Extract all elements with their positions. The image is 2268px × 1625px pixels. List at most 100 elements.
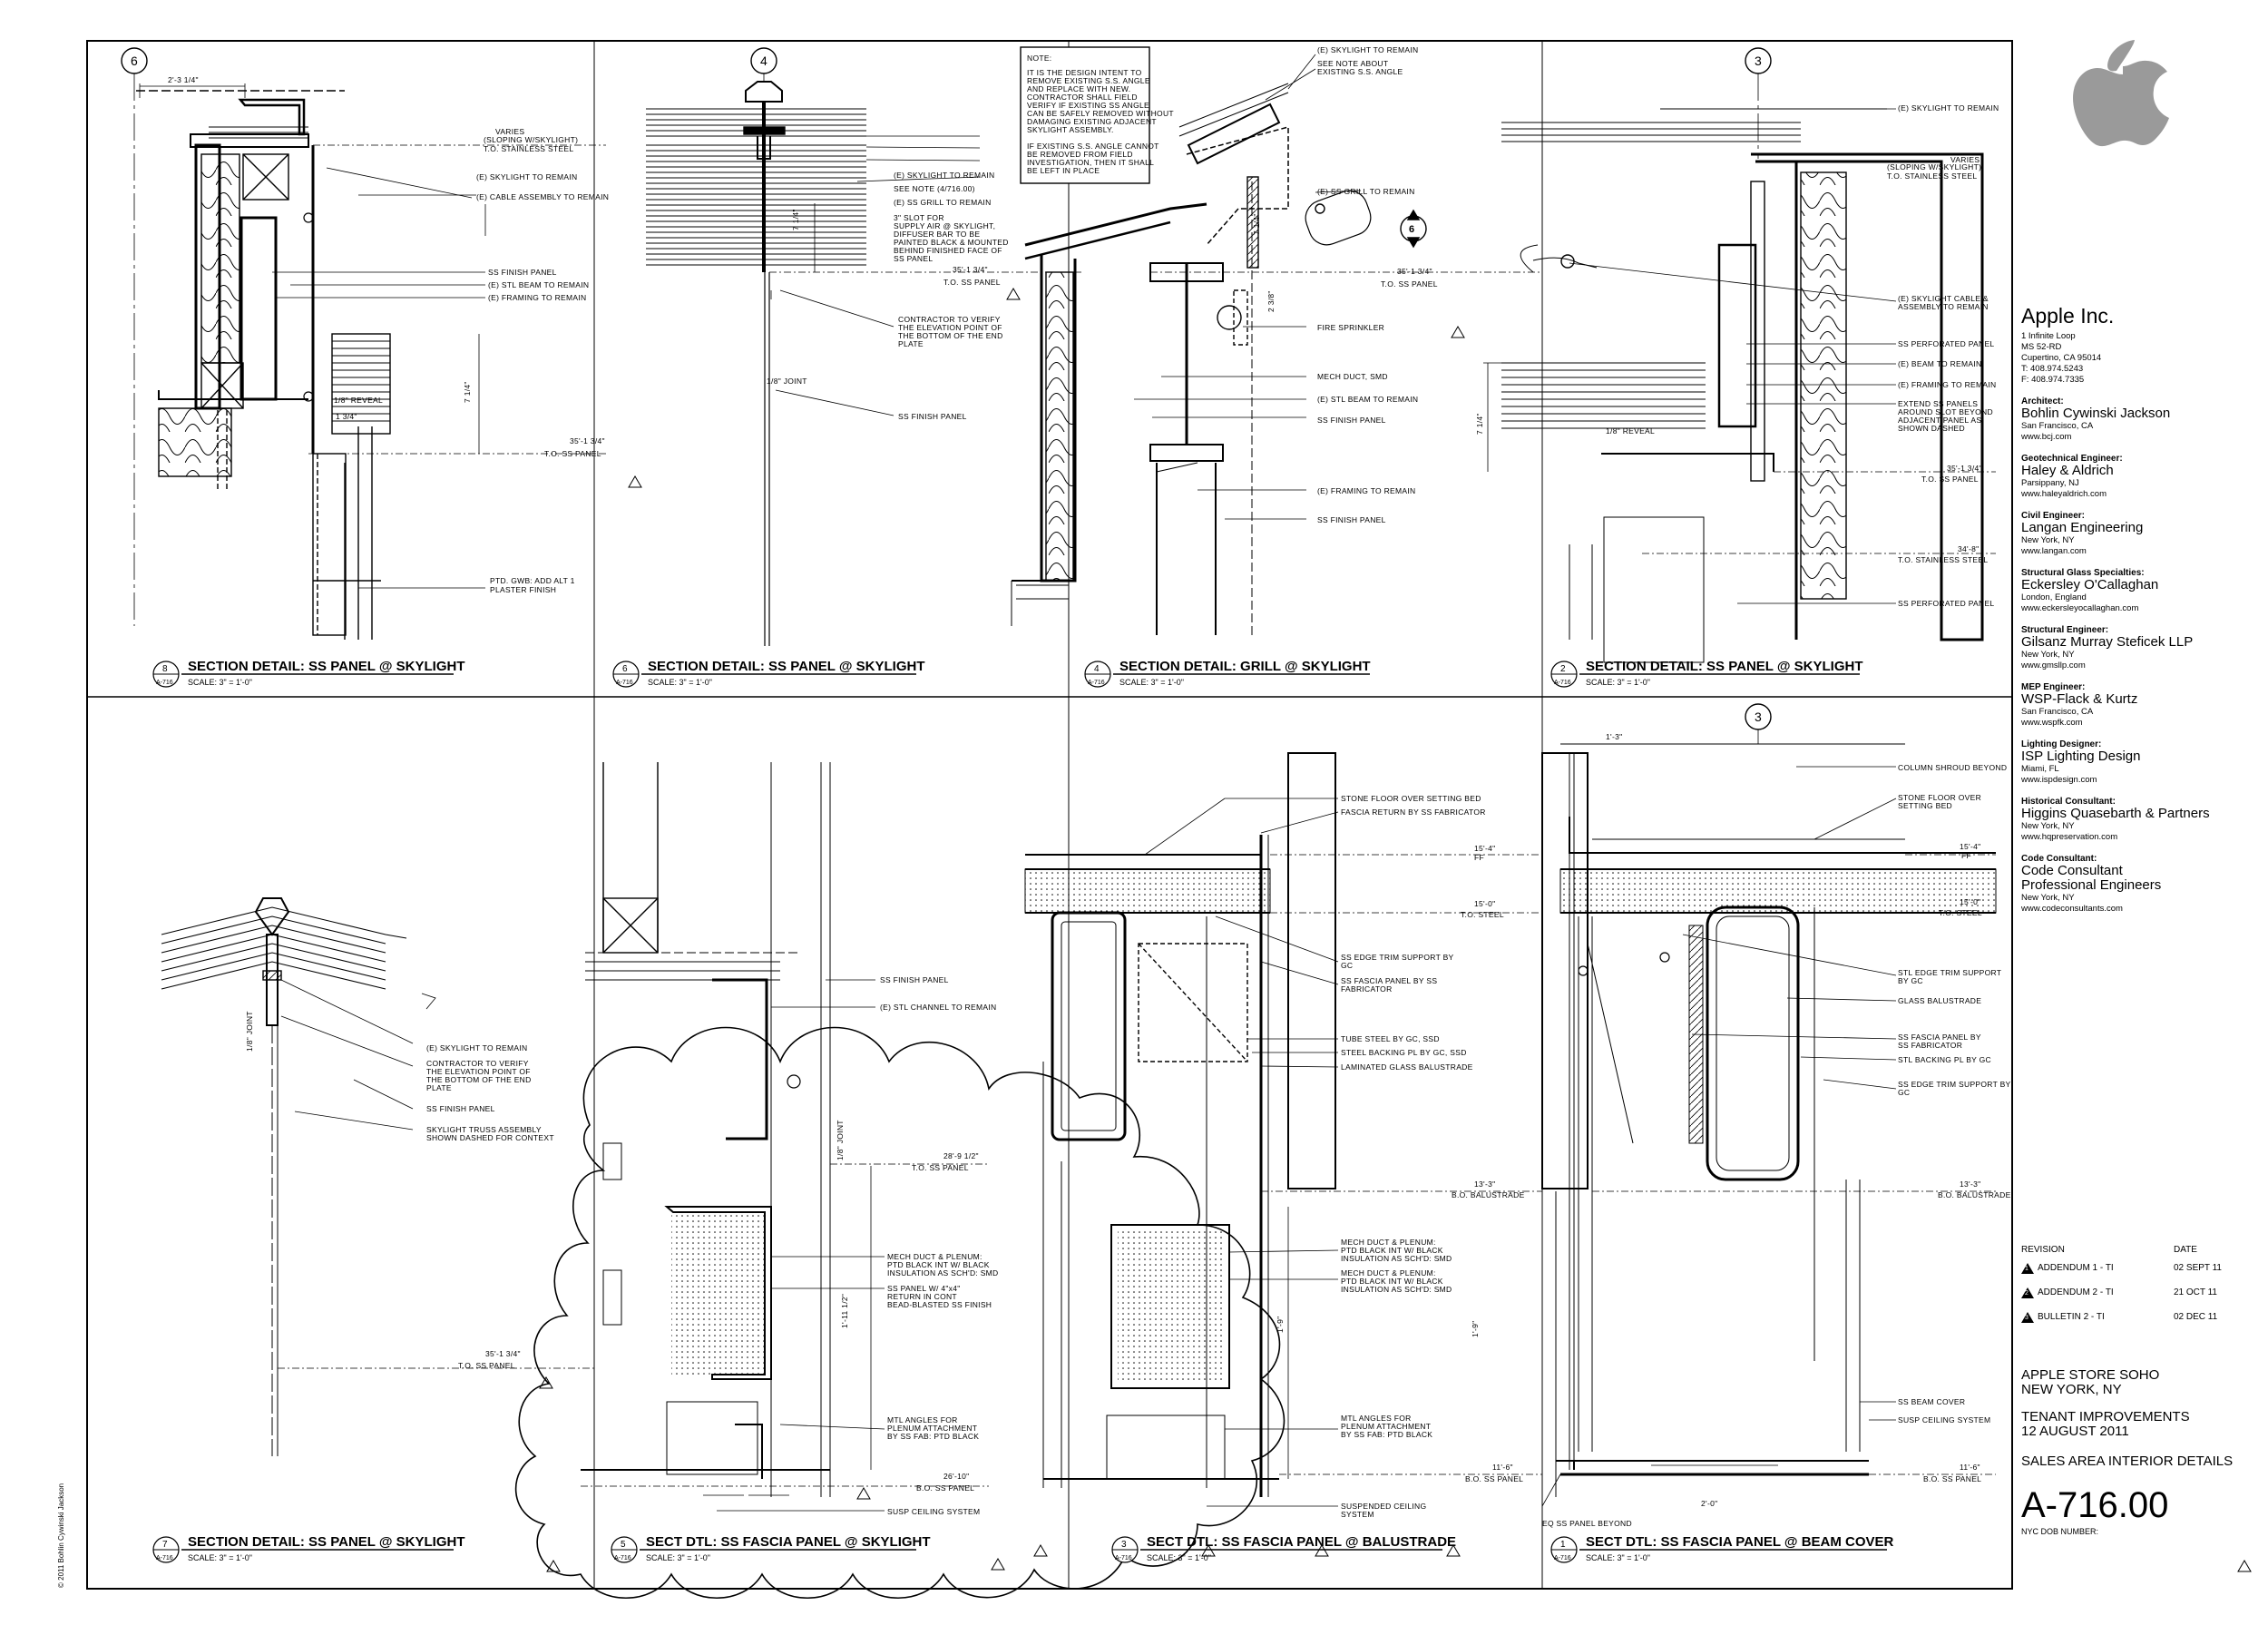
annotation-text: A-716 (1554, 1555, 1571, 1561)
copyright-text: © 2011 Bohlin Cywinski Jackson (57, 1483, 65, 1588)
annotation-text: MTL ANGLES FOR (1341, 1414, 1412, 1423)
annotation-text: T.O. STAINLESS STEEL (1898, 555, 1988, 564)
annotation-text: 5 (621, 1540, 626, 1550)
annotation-text: A-716 (156, 1555, 173, 1561)
annotation-text: GC (1341, 961, 1353, 970)
annotation-text: SEE NOTE ABOUT (1317, 59, 1388, 68)
annotation-text: CAN BE SAFELY REMOVED WITHOUT (1027, 109, 1174, 118)
project-name: APPLE STORE SOHO NEW YORK, NY (2021, 1367, 2160, 1397)
annotation-text: T.O. SS PANEL (1921, 475, 1979, 484)
annotation-text: 6 (131, 54, 138, 68)
annotation-text: SCALE: 3" = 1'-0" (188, 678, 252, 687)
revision-header: REVISION (2021, 1245, 2065, 1255)
annotation-text: (E) STL BEAM TO REMAIN (488, 280, 589, 289)
annotation-text: T.O. STAINLESS STEEL (1887, 171, 1977, 181)
annotation-text: PLENUM ATTACHMENT (887, 1424, 977, 1433)
annotation-text: T.O. SS PANEL (458, 1361, 515, 1370)
annotation-text: CONTRACTOR SHALL FIELD (1027, 93, 1138, 102)
annotation-text: 8 (162, 664, 168, 674)
annotation-text: SECTION DETAIL: SS PANEL @ SKYLIGHT (648, 659, 924, 674)
company-name: Apple Inc. (2021, 304, 2115, 328)
annotation-text: (E) FRAMING TO REMAIN (488, 293, 586, 302)
detail-4-drawing (1011, 54, 1542, 635)
consultant-architect: Architect: Bohlin Cywinski Jackson San F… (2021, 396, 2171, 442)
annotation-text: BE REMOVED FROM FIELD (1027, 150, 1133, 159)
annotation-text: NOTE: (1027, 54, 1051, 63)
annotation-text: SHOWN DASHED (1898, 424, 1965, 433)
annotation-text: AND REPLACE WITH NEW. (1027, 84, 1130, 93)
annotation-text: SS FINISH PANEL (426, 1104, 495, 1113)
annotation-text: INVESTIGATION, THEN IT SHALL (1027, 158, 1154, 167)
consultant-code: Code Consultant: Code Consultant Profess… (2021, 854, 2162, 914)
annotation-text: SCALE: 3" = 1'-0" (188, 1553, 252, 1562)
detail-3-labels: STONE FLOOR OVER SETTING BED FASCIA RETU… (1276, 794, 1525, 1519)
annotation-text: BY GC (1898, 976, 1923, 985)
annotation-text: (E) SS GRILL TO REMAIN (1317, 187, 1415, 196)
annotation-text: T.O. SS PANEL (912, 1163, 969, 1172)
detail-7-labels: (E) SKYLIGHT TO REMAIN CONTRACTOR TO VER… (245, 1011, 554, 1370)
detail-title-3: 3 A-716 SECT DTL: SS FASCIA PANEL @ BALU… (1111, 1534, 1456, 1563)
annotation-text: 15'-4" (1960, 842, 1980, 851)
annotation-text: PTD BLACK INT W/ BLACK (887, 1260, 990, 1269)
revision-row: 3 BULLETIN 2 - TI 02 DEC 11 (2021, 1310, 2248, 1335)
annotation-text: BEAD-BLASTED SS FINISH (887, 1300, 992, 1309)
annotation-text: 1/8" REVEAL (334, 396, 383, 405)
annotation-text: (E) SKYLIGHT TO REMAIN (476, 172, 577, 181)
annotation-text: A-716 (156, 680, 173, 686)
detail-3-drawing (1024, 752, 1542, 1507)
annotation-text: STEEL BACKING PL BY GC, SSD (1341, 1048, 1467, 1057)
annotation-text: DAMAGING EXISTING ADJACENT (1027, 117, 1157, 126)
detail-5-labels: SS FINISH PANEL (E) STL CHANNEL TO REMAI… (836, 975, 998, 1516)
annotation-text: THE ELEVATION POINT OF (898, 323, 1002, 332)
section-marker-6: 6 (1409, 224, 1414, 235)
annotation-text: FASCIA RETURN BY SS FABRICATOR (1341, 808, 1486, 817)
annotation-text: 6 (622, 664, 628, 674)
annotation-text: 3 (1121, 1540, 1127, 1550)
consultant-civil: Civil Engineer: Langan Engineering New Y… (2021, 511, 2144, 556)
annotation-text: SS FINISH PANEL (488, 268, 557, 277)
annotation-text: SS EDGE TRIM SUPPORT BY (1898, 1080, 2011, 1089)
annotation-text: SS EDGE TRIM SUPPORT BY (1341, 953, 1454, 962)
annotation-text: STL EDGE TRIM SUPPORT (1898, 968, 2001, 977)
annotation-text: T.O. STEEL (1939, 908, 1982, 917)
detail-titles: 8 A-716 SECTION DETAIL: SS PANEL @ SKYLI… (152, 659, 1894, 1563)
annotation-text: SECTION DETAIL: GRILL @ SKYLIGHT (1119, 659, 1371, 674)
annotation-text: PLATE (426, 1083, 452, 1092)
annotation-text: SECT DTL: SS FASCIA PANEL @ BALUSTRADE (1147, 1534, 1456, 1550)
annotation-text: IT IS THE DESIGN INTENT TO (1027, 68, 1142, 77)
annotation-text: 26'-10" (943, 1472, 969, 1481)
annotation-text: SS PANEL (894, 254, 933, 263)
annotation-text: PTD BLACK INT W/ BLACK (1341, 1246, 1443, 1255)
annotation-text: 1/8" JOINT (245, 1011, 254, 1052)
annotation-text: FF (1474, 853, 1484, 862)
annotation-text: 1/8" REVEAL (1606, 426, 1655, 436)
annotation-text: STONE FLOOR OVER SETTING BED (1341, 794, 1481, 803)
annotation-text: 7 1/4" (791, 209, 800, 230)
address-line: MS 52-RD (2021, 342, 2062, 352)
annotation-text: 4 (1094, 664, 1100, 674)
annotation-text: A-716 (614, 1555, 631, 1561)
annotation-text: B.O. BALUSTRADE (1452, 1190, 1525, 1199)
consultant-structural-glass: Structural Glass Specialties: Eckersley … (2021, 568, 2159, 613)
annotation-text: 13'-3" (1960, 1180, 1980, 1189)
annotation-text: FIRE SPRINKLER (1317, 323, 1384, 332)
annotation-text: 35'-1 3/4" (570, 436, 605, 445)
annotation-text: BEHIND FINISHED FACE OF (894, 246, 1002, 255)
annotation-text: FF (1961, 851, 1971, 860)
annotation-text: 4 (760, 54, 767, 68)
annotation-text: (SLOPING W/SKYLIGHT) (484, 135, 578, 144)
annotation-text: SKYLIGHT TRUSS ASSEMBLY (426, 1125, 542, 1134)
annotation-text: 7 1/4" (1252, 213, 1261, 235)
annotation-text: SS FINISH PANEL (880, 975, 949, 984)
annotation-text: T.O. SS PANEL (1381, 279, 1438, 289)
annotation-text: 34'-8" (1958, 544, 1979, 553)
annotation-text: SS FASCIA PANEL BY SS (1341, 976, 1437, 985)
annotation-text: T.O. SS PANEL (943, 278, 1001, 287)
annotation-text: INSULATION AS SCH'D: SMD (1341, 1285, 1452, 1294)
annotation-text: BE LEFT IN PLACE (1027, 166, 1100, 175)
annotation-text: SECTION DETAIL: SS PANEL @ SKYLIGHT (188, 1534, 464, 1550)
annotation-text: MECH DUCT & PLENUM: (887, 1252, 982, 1261)
annotation-text: A-716 (616, 680, 633, 686)
annotation-text: 35'-1 3/4" (953, 265, 988, 274)
annotation-text: REMOVE EXISTING S.S. ANGLE (1027, 76, 1150, 85)
